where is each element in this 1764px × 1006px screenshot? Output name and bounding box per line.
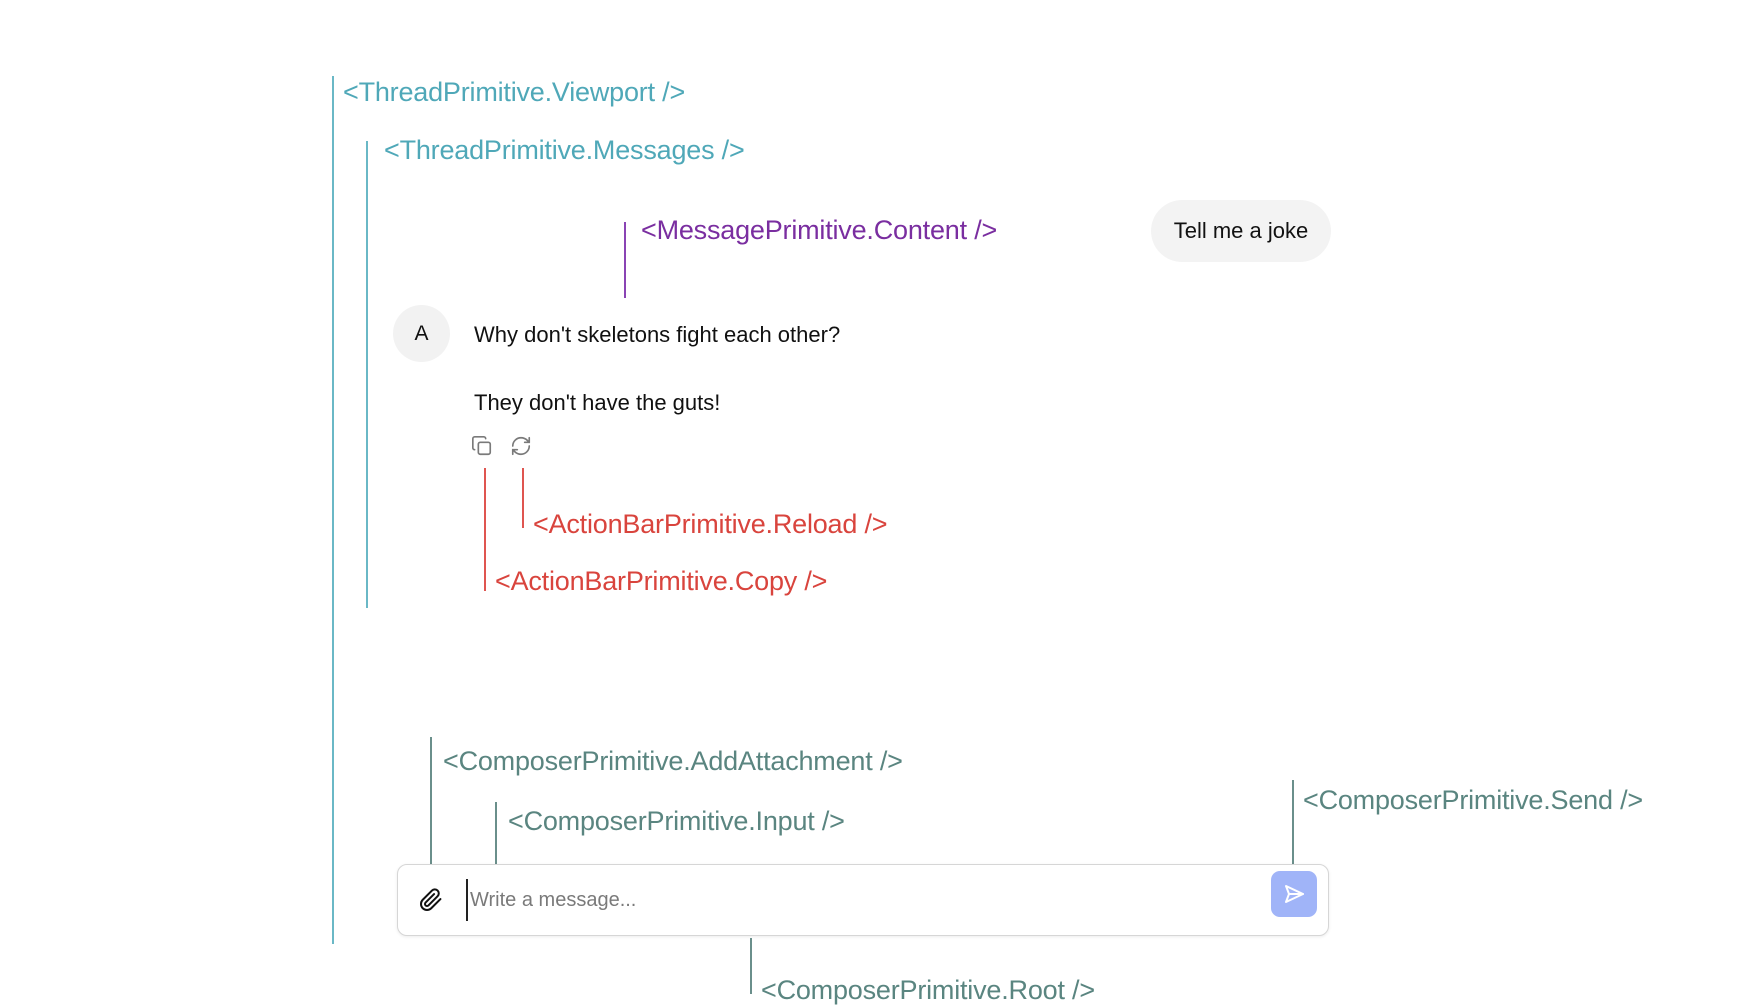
add-attachment-annotation: <ComposerPrimitive.AddAttachment />: [443, 746, 903, 776]
copy-button[interactable]: [470, 434, 494, 458]
send-icon: [1285, 885, 1304, 903]
input-bracket-line: [495, 802, 497, 870]
composer-root: [397, 864, 1329, 936]
viewport-annotation: <ThreadPrimitive.Viewport />: [343, 77, 686, 107]
viewport-bracket-line: [332, 76, 334, 944]
refresh-icon: [511, 436, 531, 456]
assistant-avatar: A: [393, 305, 450, 362]
assistant-message-line-1: Why don't skeletons fight each other?: [474, 322, 841, 347]
add-attachment-button[interactable]: [416, 885, 446, 915]
messages-annotation: <ThreadPrimitive.Messages />: [384, 135, 745, 165]
reload-bracket-line: [522, 468, 524, 528]
message-content-annotation: <MessagePrimitive.Content />: [641, 215, 998, 245]
paperclip-icon: [420, 888, 442, 911]
root-annotation: <ComposerPrimitive.Root />: [761, 975, 1095, 1005]
message-content-bracket-line: [624, 222, 626, 298]
send-annotation: <ComposerPrimitive.Send />: [1303, 785, 1643, 815]
input-annotation: <ComposerPrimitive.Input />: [508, 806, 845, 836]
add-attachment-bracket-line: [430, 737, 432, 868]
message-input[interactable]: [466, 879, 1250, 921]
copy-annotation: <ActionBarPrimitive.Copy />: [495, 566, 828, 596]
assistant-message-line-2: They don't have the guts!: [474, 390, 721, 415]
send-button[interactable]: [1271, 871, 1317, 917]
user-message-bubble: Tell me a joke: [1151, 200, 1331, 262]
copy-icon: [472, 436, 492, 456]
reload-annotation: <ActionBarPrimitive.Reload />: [533, 509, 888, 539]
reload-button[interactable]: [509, 434, 533, 458]
send-bracket-line: [1292, 780, 1294, 866]
copy-bracket-line: [484, 468, 486, 591]
messages-bracket-line: [366, 141, 368, 608]
root-bracket-line: [750, 938, 752, 994]
